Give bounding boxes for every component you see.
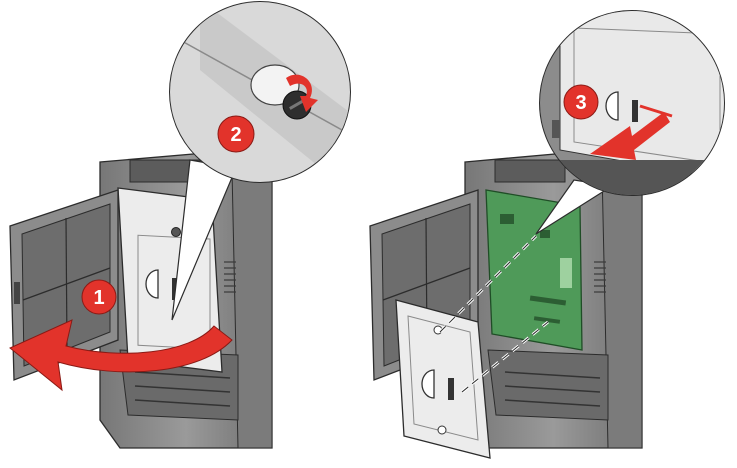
top-slot [495, 160, 565, 182]
bottom-recess [488, 350, 608, 420]
step-number-2: 2 [230, 124, 241, 146]
left-printer: 1 [10, 150, 272, 448]
step-number-1: 1 [93, 287, 104, 309]
door-hinge [14, 282, 20, 304]
screw-icon [172, 228, 181, 237]
right-printer [370, 150, 642, 458]
step-number-3: 3 [575, 92, 586, 114]
